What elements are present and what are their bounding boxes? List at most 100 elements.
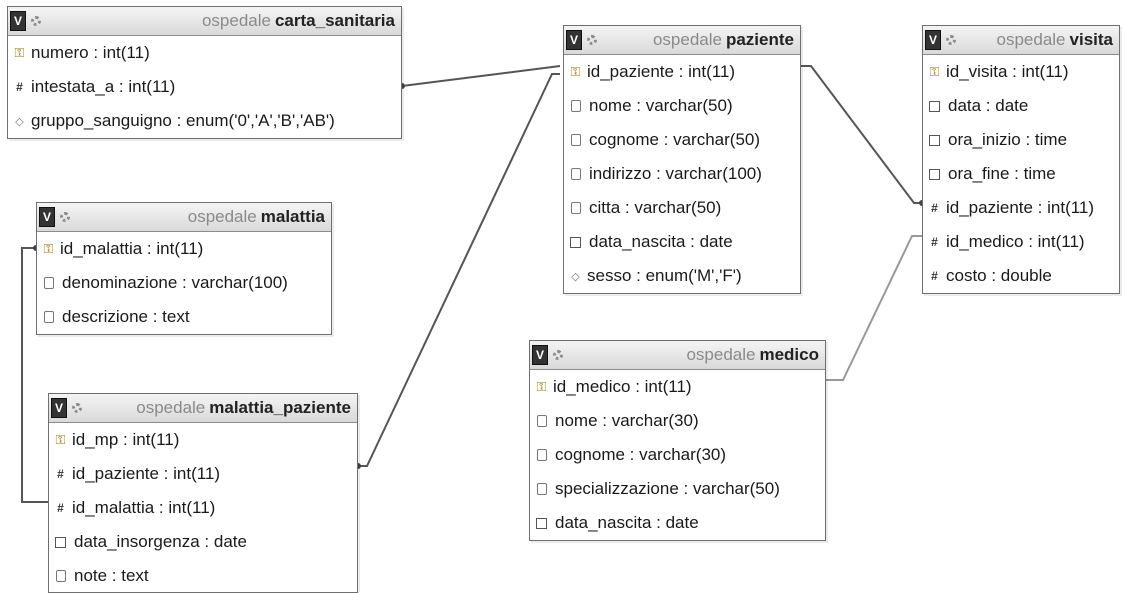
field-label: costo : double [946,266,1052,285]
field-row[interactable]: ⚿id_visita : int(11) [923,55,1119,89]
field-label: id_paziente : int(11) [72,464,221,483]
gear-icon[interactable] [553,350,563,360]
field-label: numero : int(11) [31,43,150,62]
field-row[interactable]: data_nascita : date [564,225,800,259]
gear-icon[interactable] [31,16,41,26]
table-name: visita [1069,30,1113,49]
field-label: data : date [948,96,1029,115]
field-label: intestata_a : int(11) [31,77,176,96]
field-row[interactable]: #costo : double [923,259,1119,293]
field-label: citta : varchar(50) [589,198,722,217]
number-icon: # [57,467,64,481]
field-row[interactable]: note : text [49,559,357,593]
number-icon: # [931,235,938,249]
toggle-view-icon[interactable]: V [39,207,55,227]
field-row[interactable]: ⚿id_mp : int(11) [49,423,357,457]
field-label: id_mp : int(11) [72,430,180,449]
field-row[interactable]: nome : varchar(50) [564,89,800,123]
field-row[interactable]: citta : varchar(50) [564,191,800,225]
gear-icon[interactable] [587,35,597,45]
field-label: id_paziente : int(11) [946,198,1095,217]
field-label: id_medico : int(11) [946,232,1085,251]
gear-icon[interactable] [72,403,82,413]
field-label: gruppo_sanguigno : enum('0','A','B','AB'… [31,111,335,130]
toggle-view-icon[interactable]: V [566,30,582,50]
gear-icon[interactable] [60,212,70,222]
enum-icon: ◇ [15,115,24,128]
text-icon [44,311,54,323]
number-icon: # [16,80,23,94]
link-paziente-visita [801,65,922,204]
field-row[interactable]: ⚿id_paziente : int(11) [564,55,800,89]
date-icon [929,100,940,112]
field-label: cognome : varchar(50) [589,130,761,149]
date-icon [929,134,940,146]
field-row[interactable]: nome : varchar(30) [530,404,825,438]
table-name: paziente [725,30,794,49]
field-row[interactable]: cognome : varchar(30) [530,438,825,472]
text-icon [571,134,581,146]
text-icon [571,100,581,112]
field-row[interactable]: ora_inizio : time [923,123,1119,157]
key-icon: ⚿ [570,64,581,79]
toggle-view-icon[interactable]: V [10,11,26,31]
field-row[interactable]: # id_paziente : int(11) [49,457,357,491]
field-row[interactable]: ◇ gruppo_sanguigno : enum('0','A','B','AB… [8,104,401,138]
number-icon: # [931,201,938,215]
field-label: denominazione : varchar(100) [62,273,288,292]
toggle-view-icon[interactable]: V [925,30,941,50]
field-row[interactable]: #id_malattia : int(11) [49,491,357,525]
field-label: cognome : varchar(30) [555,445,727,464]
database-name: ospedale [187,207,257,226]
database-name: ospedale [652,30,722,49]
table-name: malattia_paziente [209,398,351,417]
date-icon [536,517,547,529]
field-row[interactable]: ◇sesso : enum('M','F') [564,259,800,293]
date-icon [929,168,940,180]
text-icon [571,168,581,180]
field-label: data_nascita : date [589,232,733,251]
table-name: medico [759,345,819,364]
table-name: carta_sanitaria [274,11,395,30]
field-row[interactable]: ⚿ numero : int(11) [8,36,401,70]
field-row[interactable]: # id_medico : int(11) [923,225,1119,259]
field-row[interactable]: denominazione : varchar(100) [37,266,331,300]
field-row[interactable]: indirizzo : varchar(100) [564,157,800,191]
field-row[interactable]: cognome : varchar(50) [564,123,800,157]
field-label: specializzazione : varchar(50) [555,479,780,498]
key-icon: ⚿ [14,45,25,60]
text-icon [537,483,547,495]
field-row[interactable]: descrizione : text [37,300,331,334]
toggle-view-icon[interactable]: V [532,345,548,365]
field-row[interactable]: data : date [923,89,1119,123]
field-row[interactable]: ora_fine : time [923,157,1119,191]
link-medico-visita [826,235,922,381]
field-label: ora_fine : time [948,164,1056,183]
field-row[interactable]: ⚿id_medico : int(11) [530,370,825,404]
field-row[interactable]: specializzazione : varchar(50) [530,472,825,506]
field-row[interactable]: # id_paziente : int(11) [923,191,1119,225]
database-name: ospedale [996,30,1066,49]
table-name: malattia [260,207,325,226]
field-row[interactable]: # intestata_a : int(11) [8,70,401,104]
key-icon: ⚿ [929,64,940,79]
field-row[interactable]: ⚿id_malattia : int(11) [37,232,331,266]
toggle-view-icon[interactable]: V [51,398,67,418]
text-icon [56,570,66,582]
field-row[interactable]: data_insorgenza : date [49,525,357,559]
field-row[interactable]: data_nascita : date [530,506,825,540]
gear-icon[interactable] [946,35,956,45]
field-label: ora_inizio : time [948,130,1068,149]
